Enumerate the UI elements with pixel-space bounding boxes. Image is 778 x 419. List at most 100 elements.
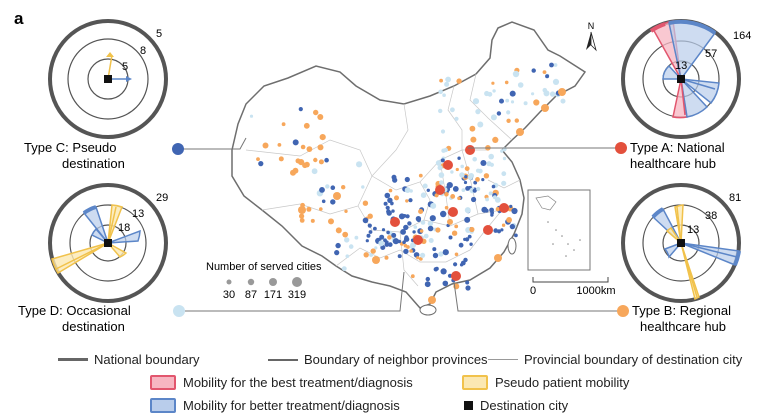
city-dot [249, 114, 254, 118]
city-dot [418, 257, 423, 261]
city-dot [465, 285, 471, 291]
radar-a-inner: 13 [675, 60, 687, 72]
city-dot [442, 280, 449, 287]
radar-b-inner: 13 [687, 224, 699, 236]
city-dot [472, 156, 478, 162]
city-dot [531, 68, 536, 73]
city-dot [420, 192, 427, 198]
city-dot [256, 157, 260, 162]
city-dot [440, 129, 446, 134]
legend-label: Pseudo patient mobility [495, 375, 630, 390]
city-dot [413, 225, 418, 229]
city-dot [472, 188, 477, 193]
city-dot [374, 246, 378, 250]
radar-type-a: 164 57 13 [621, 19, 751, 139]
city-dot [319, 134, 326, 141]
city-dot [342, 231, 349, 238]
city-dot [403, 236, 410, 242]
city-dot [560, 98, 566, 104]
national-hub-dot [451, 271, 461, 281]
regional-hub-dot [494, 254, 502, 262]
city-dot [379, 234, 385, 240]
legend-national-boundary: National boundary [58, 352, 200, 367]
city-dot [438, 251, 444, 257]
city-dot [317, 114, 324, 120]
city-dot [324, 157, 329, 163]
national-hub-dot [465, 145, 475, 155]
national-hub-dot [448, 207, 458, 217]
type-b-title-2: healthcare hub [640, 319, 726, 334]
city-dot [461, 188, 466, 193]
neighbor-boundary-swatch [268, 358, 298, 361]
national-hub-dot [483, 225, 493, 235]
city-dot [435, 266, 439, 271]
city-dot [384, 255, 389, 260]
city-dot [367, 223, 372, 228]
city-dot [258, 161, 264, 167]
city-dot [278, 156, 284, 162]
city-dot [488, 153, 495, 160]
type-a-title-2: healthcare hub [630, 156, 716, 171]
type-connectors [181, 137, 620, 312]
city-dot [405, 214, 410, 219]
city-dot [317, 144, 324, 151]
city-dot [517, 82, 524, 88]
city-dot [300, 144, 306, 150]
city-dot [429, 215, 436, 222]
national-hub-dot [499, 203, 509, 213]
city-dot [262, 142, 269, 149]
city-dot [439, 78, 443, 83]
city-dot [464, 166, 470, 172]
city-dot [428, 238, 434, 243]
city-dot [361, 185, 365, 189]
city-dot [442, 93, 446, 97]
city-dot [512, 70, 520, 78]
city-dot [422, 183, 428, 189]
radar-c-mid: 8 [140, 45, 146, 57]
city-dot [423, 233, 429, 239]
city-dot [490, 213, 494, 217]
city-dot [419, 229, 424, 233]
city-dot [506, 118, 511, 124]
city-dot [368, 230, 373, 234]
city-dot [499, 98, 504, 104]
type-c-marker [172, 143, 184, 155]
city-dot [457, 196, 461, 201]
radar-a-outer: 164 [733, 30, 751, 42]
city-dot [486, 161, 492, 167]
provincial-boundary-swatch [488, 359, 518, 360]
city-dot [464, 207, 471, 214]
type-a-title-1: Type A: National [630, 140, 725, 155]
city-dot [409, 249, 413, 253]
city-dot [397, 254, 402, 259]
city-dot [510, 100, 515, 104]
north-arrow: N [586, 21, 597, 52]
city-dot [354, 235, 359, 240]
legend-label: National boundary [94, 352, 200, 367]
city-dot [281, 122, 286, 127]
city-dot [405, 199, 409, 203]
city-dot [303, 122, 310, 129]
city-dot [533, 99, 540, 106]
type-b-title-1: Type B: Regional [632, 303, 731, 318]
city-dot [465, 237, 470, 242]
city-dot [348, 244, 354, 249]
city-dot [448, 235, 453, 240]
national-hub-dot [413, 235, 423, 245]
city-dot [460, 260, 466, 266]
city-dot [319, 187, 325, 193]
city-dot [511, 207, 518, 215]
city-dot [455, 167, 459, 172]
type-d-title-1: Type D: Occasional [18, 303, 131, 318]
svg-text:N: N [588, 21, 595, 31]
city-dot [464, 175, 468, 179]
city-dot [420, 252, 426, 258]
city-dot [373, 226, 377, 231]
radar-a-mid: 57 [705, 48, 717, 60]
city-dot [334, 250, 340, 256]
city-dot [427, 225, 434, 232]
panel-label: a [14, 9, 24, 28]
city-dot [365, 239, 369, 243]
city-dot [506, 110, 511, 115]
city-dot [410, 274, 415, 279]
